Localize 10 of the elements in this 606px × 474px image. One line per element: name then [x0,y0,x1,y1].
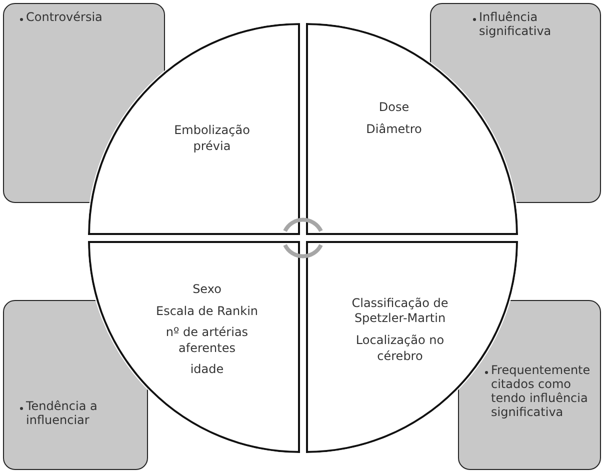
segment-text: Dose [378,100,410,116]
segment-text: nº de artérias aferentes [164,325,250,356]
bullet-text: Controvérsia [20,10,158,24]
segment-text: Localização no cérebro [354,333,446,364]
segment-text: Escala de Rankin [156,304,258,320]
segment-text: Embolização prévia [173,123,251,155]
segment-text: Sexo [192,282,222,298]
segment-text: Classificação de Spetzler-Martin [350,296,450,327]
segment-text: Diâmetro [366,122,422,138]
segment-text: idade [190,362,224,378]
